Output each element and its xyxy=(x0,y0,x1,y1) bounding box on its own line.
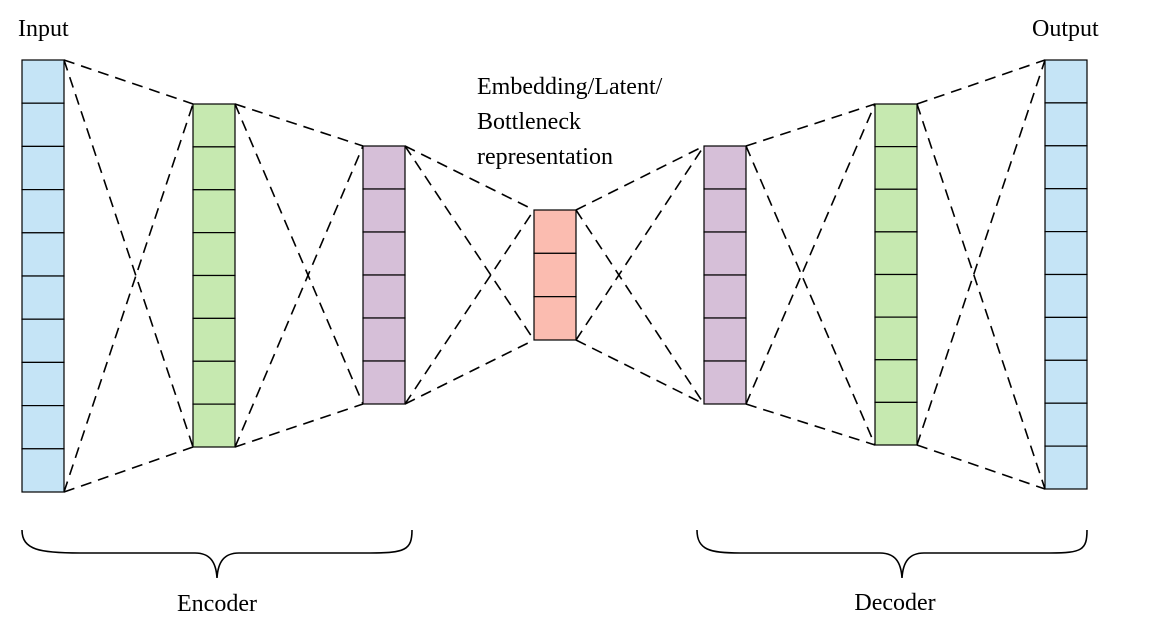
layer-cell xyxy=(533,209,577,254)
layer-cell xyxy=(21,448,65,493)
connection-line xyxy=(234,103,364,405)
layer-cell xyxy=(1044,445,1088,490)
connection-line xyxy=(916,103,1046,490)
layer-decoder-hidden-1 xyxy=(703,145,747,405)
layer-cell xyxy=(21,405,65,450)
layer-cell xyxy=(192,103,236,148)
layer-cell xyxy=(21,189,65,234)
bottleneck-label-line3: representation xyxy=(477,144,613,170)
layer-cell xyxy=(362,317,406,362)
layer-cell xyxy=(192,146,236,191)
layer-cell xyxy=(1044,188,1088,233)
layer-cell xyxy=(703,231,747,276)
connection-line xyxy=(745,145,876,446)
connection-line xyxy=(234,403,364,448)
connection-line xyxy=(916,444,1046,490)
connection-line xyxy=(63,59,194,105)
layers xyxy=(21,59,1088,493)
output-label: Output xyxy=(1032,16,1099,42)
layer-cell xyxy=(703,274,747,319)
layer-cell xyxy=(703,317,747,362)
connection-line xyxy=(404,145,535,211)
connection-line xyxy=(745,103,876,147)
connection-line xyxy=(404,145,535,341)
layer-cell xyxy=(703,188,747,233)
layer-cell xyxy=(874,103,918,148)
bottleneck-label-line1: Embedding/Latent/ xyxy=(477,74,663,100)
layer-cell xyxy=(192,274,236,319)
layer-cell xyxy=(1044,316,1088,361)
connection-line xyxy=(404,339,535,405)
layer-cell xyxy=(21,275,65,320)
layer-cell xyxy=(874,146,918,190)
connection-line xyxy=(575,145,705,341)
input-label: Input xyxy=(18,16,69,42)
layer-cell xyxy=(874,188,918,233)
layer-cell xyxy=(703,360,747,405)
decoder-label: Decoder xyxy=(854,590,935,616)
connection-line xyxy=(63,103,194,493)
layer-cell xyxy=(362,145,406,190)
connection-line xyxy=(745,403,876,446)
layer-cell xyxy=(192,189,236,234)
layer-cell xyxy=(21,59,65,104)
decoder-brace xyxy=(696,529,1088,579)
connection-line xyxy=(404,209,535,405)
encoder-brace xyxy=(21,529,413,579)
connection-line xyxy=(916,59,1046,446)
layer-cell xyxy=(533,252,577,298)
layer-cell xyxy=(21,102,65,147)
layer-cell xyxy=(1044,145,1088,190)
layer-cell xyxy=(21,232,65,277)
layer-cell xyxy=(21,145,65,191)
layer-cell xyxy=(1044,402,1088,447)
layer-cell xyxy=(1044,359,1088,404)
layer-cell xyxy=(1044,273,1088,319)
connection-line xyxy=(575,209,705,405)
layer-cell xyxy=(192,317,236,362)
connection-line xyxy=(234,103,364,147)
layer-cell xyxy=(21,361,65,407)
layer-cell xyxy=(1044,231,1088,276)
layer-bottleneck xyxy=(533,209,577,341)
layer-cell xyxy=(1044,102,1088,147)
layer-cell xyxy=(533,296,577,341)
connection-line xyxy=(63,59,194,448)
layer-output xyxy=(1044,59,1088,490)
layer-cell xyxy=(874,401,918,446)
layer-encoder-hidden-1 xyxy=(192,103,236,448)
layer-cell xyxy=(703,145,747,190)
layer-cell xyxy=(874,316,918,361)
layer-decoder-hidden-2 xyxy=(874,103,918,446)
layer-cell xyxy=(192,360,236,405)
layer-input xyxy=(21,59,65,493)
layer-cell xyxy=(362,231,406,276)
connection-line xyxy=(916,59,1046,105)
layer-cell xyxy=(874,231,918,276)
layer-encoder-hidden-2 xyxy=(362,145,406,405)
layer-cell xyxy=(874,273,918,318)
layer-cell xyxy=(362,188,406,233)
layer-cell xyxy=(192,403,236,448)
connection-line xyxy=(575,145,705,211)
connection-line xyxy=(234,145,364,448)
connection-line xyxy=(575,339,705,405)
layer-cell xyxy=(21,318,65,364)
layer-cell xyxy=(192,232,236,277)
layer-cell xyxy=(362,360,406,405)
connection-line xyxy=(745,103,876,405)
connection-line xyxy=(63,446,194,493)
layer-cell xyxy=(1044,59,1088,104)
layer-cell xyxy=(874,359,918,403)
bottleneck-label-line2: Bottleneck xyxy=(477,109,581,135)
encoder-label: Encoder xyxy=(177,591,257,617)
connection-lines xyxy=(63,59,1046,493)
layer-cell xyxy=(362,274,406,319)
